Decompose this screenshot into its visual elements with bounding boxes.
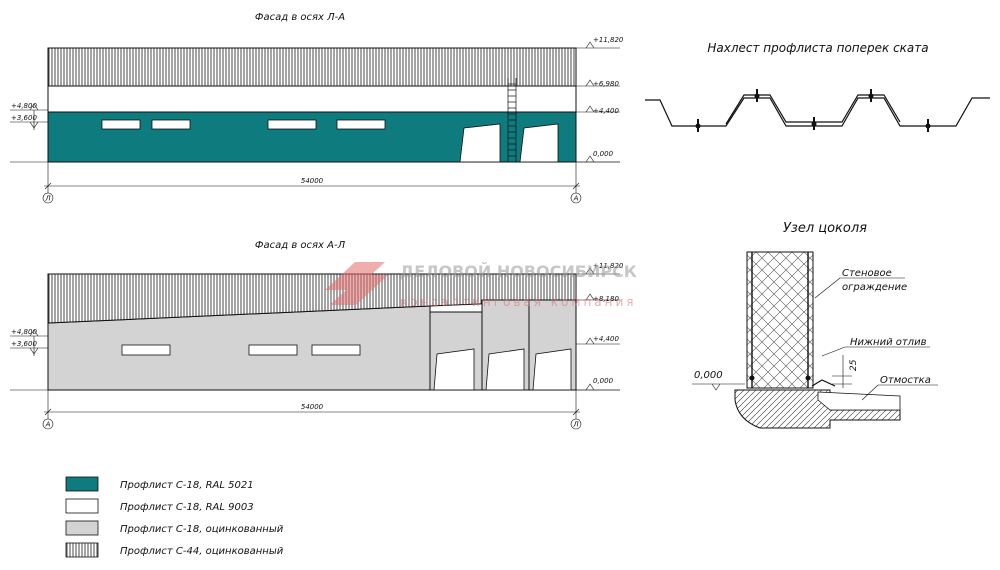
- wall-label-line2: ограждение: [842, 282, 907, 293]
- level-label: 0,000: [593, 150, 614, 158]
- legend-swatch-white: [65, 498, 99, 514]
- level-label: +3,600: [11, 114, 37, 122]
- watermark-text: ДЕЛОВОЙ НОВОСИБИРСК: [400, 262, 637, 281]
- plinth-detail-title: Узел цоколя: [783, 221, 867, 236]
- axis-label: Л: [572, 421, 579, 429]
- gate: [459, 123, 501, 163]
- drip-flashing: [811, 379, 836, 387]
- legend-label: Профлист С-44, оцинкованный: [120, 546, 284, 557]
- gate: [532, 348, 572, 391]
- level-label: +8,180: [593, 295, 619, 303]
- level-label: +4,800: [11, 102, 37, 110]
- level-label: +6,980: [593, 80, 619, 88]
- facade-top-title: Фасад в осях Л-А: [255, 12, 345, 23]
- level-label: +4,800: [11, 328, 37, 336]
- window: [101, 119, 141, 130]
- window: [121, 344, 171, 356]
- gate: [485, 348, 525, 391]
- plinth-detail: Узел цоколя 0,000 25 Стеновое ограж: [692, 221, 938, 429]
- level-label: +4,400: [593, 107, 619, 115]
- legend-swatch-grey: [65, 520, 99, 536]
- legend: Профлист С-18, RAL 5021 Профлист С-18, R…: [65, 476, 284, 558]
- gate: [433, 348, 475, 391]
- length-label: 54000: [301, 177, 324, 185]
- window: [311, 344, 361, 356]
- wall-label: Стеновое: [842, 268, 892, 279]
- blind-area-label: Отмостка: [880, 375, 931, 386]
- axis-bubble: [42, 192, 54, 204]
- window: [336, 119, 386, 130]
- screw-set: [695, 89, 931, 132]
- window: [267, 119, 317, 130]
- roof-panel-c44: [47, 47, 577, 87]
- axis-bubble: [570, 192, 582, 204]
- overlap-detail-title: Нахлест профлиста поперек ската: [707, 41, 928, 55]
- watermark-subtext: консалтинговая компания: [400, 295, 637, 309]
- facade-bottom-title: Фасад в осях А-Л: [255, 240, 346, 251]
- length-label: 54000: [301, 403, 324, 411]
- dimension-label: 25: [849, 359, 859, 371]
- level-label: +11,820: [593, 262, 624, 270]
- axis-label: А: [45, 421, 51, 429]
- level-label: 0,000: [593, 377, 614, 385]
- axis-bubble: [42, 418, 54, 430]
- level-label: 0,000: [694, 370, 723, 381]
- ladder: [507, 78, 517, 162]
- axis-bubble: [570, 418, 582, 430]
- facade-top: Фасад в осях Л-А: [10, 12, 624, 204]
- facade-bottom: Фасад в осях А-Л +11,820 +8,180 +4,400 0…: [10, 240, 624, 430]
- white-band: [47, 85, 577, 113]
- drip-label: Нижний отлив: [850, 337, 927, 348]
- sandwich-panel: [746, 251, 814, 389]
- legend-label: Профлист С-18, RAL 5021: [120, 480, 254, 491]
- legend-label: Профлист С-18, RAL 9003: [120, 502, 254, 513]
- blind-area: [817, 391, 901, 411]
- window: [151, 119, 191, 130]
- level-label: +4,400: [593, 335, 619, 343]
- legend-swatch-hatch: [65, 542, 99, 558]
- window: [248, 344, 298, 356]
- legend-label: Профлист С-18, оцинкованный: [120, 524, 284, 535]
- level-label: +11,820: [593, 36, 624, 44]
- watermark: ДЕЛОВОЙ НОВОСИБИРСК консалтинговая компа…: [325, 262, 637, 309]
- legend-swatch-teal: [65, 476, 99, 492]
- overlap-detail: Нахлест профлиста поперек ската: [645, 41, 990, 132]
- watermark-logo: [325, 262, 388, 305]
- level-label: +3,600: [11, 340, 37, 348]
- gate: [519, 123, 559, 163]
- axis-label: А: [573, 195, 579, 203]
- axis-label: Л: [44, 195, 51, 203]
